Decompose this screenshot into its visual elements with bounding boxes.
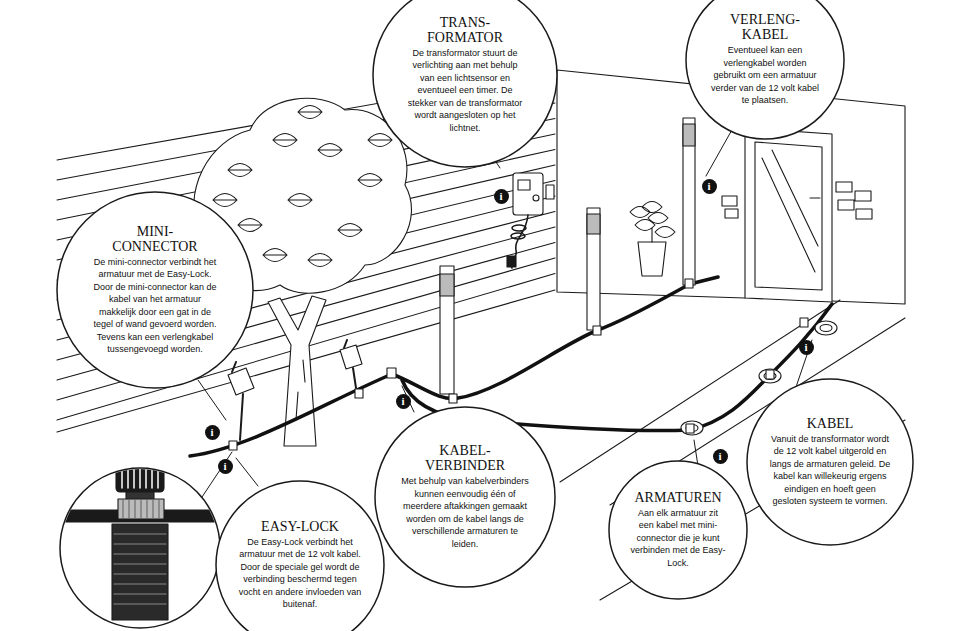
callout-content: KABEL Vanuit de transformator wordt de 12…: [769, 416, 892, 508]
wall-socket: [546, 185, 554, 199]
body-thread: [114, 534, 166, 604]
flower-pot: [638, 242, 666, 276]
info-icon: i: [713, 449, 728, 464]
wall-bricks: [722, 182, 872, 219]
pot-plant: [630, 202, 675, 243]
zoom-circle: [60, 468, 220, 628]
callout-text: Aan elk armatuur zit een kabel met mini-…: [630, 507, 726, 570]
circle-shape: [373, 0, 557, 167]
spot-stakes: [232, 340, 356, 440]
info-icon: i: [205, 425, 220, 440]
callout-content: MINI- CONNECTORDe mini-connector verbind…: [91, 224, 220, 356]
callout-text: De Easy-Lock verbindt het armatuur met d…: [238, 536, 363, 611]
cap-grip: [122, 462, 158, 488]
clip-ridges: [123, 500, 159, 518]
callout-text: De transformator stuurt de verlichting a…: [404, 47, 526, 135]
callout-heading: MINI- CONNECTOR: [112, 224, 197, 254]
callout-heading: KABEL- VERBINDER: [425, 443, 505, 473]
callout-circle: VERLENG- KABELEventueel kan een verlengk…: [685, 0, 845, 140]
circle-shape: [216, 481, 384, 631]
circle-shape: [747, 379, 913, 545]
callout-heading: TRANS- FORMATOR: [427, 15, 503, 45]
info-icon: i: [494, 189, 509, 204]
callout-content: ARMATUREN Aan elk armatuur zit een kabel …: [630, 490, 727, 570]
connector-body: [112, 524, 168, 620]
light-sensor: [533, 195, 539, 201]
callout-content: TRANS- FORMATORDe transformator stuurt d…: [404, 15, 527, 135]
transformer-box: [513, 173, 543, 215]
callout-text: De mini-connector verbindt het armatuur …: [91, 256, 219, 356]
callout-text: Eventueel kan een verlengkabel worden ge…: [710, 44, 820, 107]
circle-shape: [686, 0, 844, 139]
callout-content: EASY-LOCK De Easy-Lock verbindt het armat…: [237, 519, 363, 611]
circle-shape: [609, 461, 747, 599]
connector-cap: [116, 458, 164, 492]
callout-heading: VERLENG- KABEL: [730, 12, 800, 42]
callout-circle: MINI- CONNECTORDe mini-connector verbind…: [56, 191, 254, 389]
callout-circle: TRANS- FORMATORDe transformator stuurt d…: [372, 0, 558, 168]
callout-circle: ARMATUREN Aan elk armatuur zit een kabel …: [608, 460, 748, 600]
info-icon: i: [702, 179, 717, 194]
transformer-display: [518, 180, 530, 190]
callout-heading: ARMATUREN: [634, 490, 721, 505]
plug: [507, 256, 516, 267]
callout-content: KABEL- VERBINDERMet behulp van kabelverb…: [401, 443, 530, 550]
info-icon: i: [218, 459, 233, 474]
connector-clip: [118, 499, 164, 519]
circle-shape: [57, 192, 253, 388]
tree-trunk: [268, 296, 326, 446]
callout-text: Met behulp van kabelverbinders kunnen ee…: [401, 475, 529, 550]
info-icon: i: [799, 340, 814, 355]
spot-lamps: [228, 345, 362, 395]
callout-heading: EASY-LOCK: [237, 519, 363, 534]
callout-heading: KABEL: [807, 416, 854, 431]
door: [745, 128, 832, 302]
callout-circle: EASY-LOCK De Easy-Lock verbindt het armat…: [215, 480, 385, 631]
callout-content: VERLENG- KABELEventueel kan een verlengk…: [710, 12, 821, 107]
callout-circle: KABEL Vanuit de transformator wordt de 12…: [746, 378, 914, 546]
paving-lines: [560, 300, 905, 600]
circle-shape: [375, 407, 555, 587]
callout-circle: KABEL- VERBINDERMet behulp van kabelverb…: [374, 406, 556, 588]
door-glass: [755, 142, 822, 290]
callout-text: Vanuit de transformator wordt de 12 volt…: [769, 433, 891, 508]
info-icon: i: [396, 394, 411, 409]
easy-lock-closeup: [55, 458, 225, 620]
